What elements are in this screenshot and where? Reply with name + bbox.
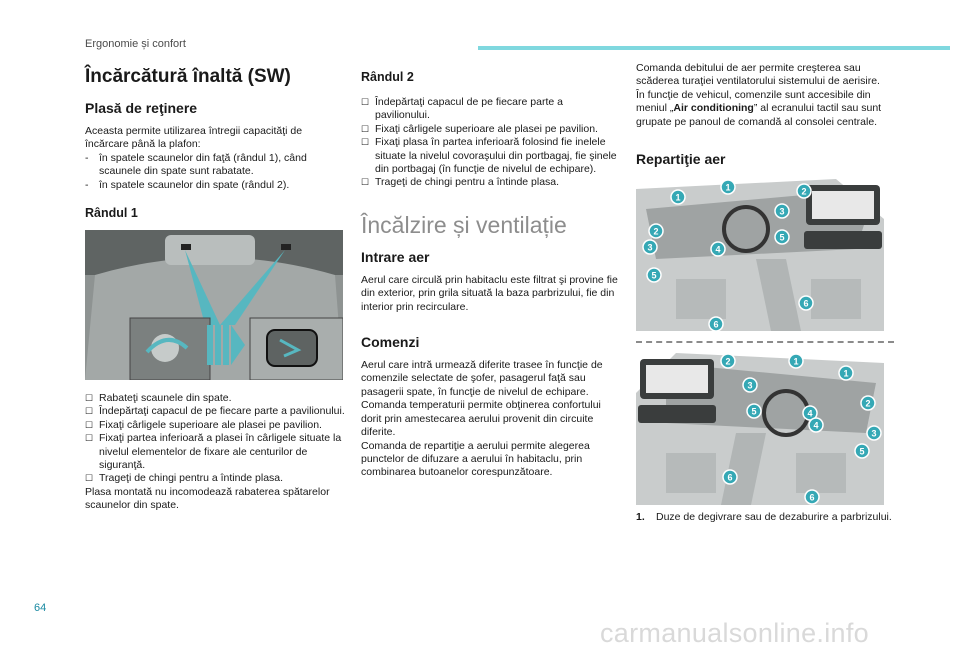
- vent-number-label: 2: [801, 187, 806, 197]
- vent-number-label: 4: [715, 245, 720, 255]
- vent-number-label: 1: [725, 183, 730, 193]
- checkbox-bullet-icon: ☐: [85, 473, 94, 484]
- vent-number-label: 3: [779, 207, 784, 217]
- page-title: Încărcătură înaltă (SW): [85, 66, 291, 87]
- legend-item: 1.Duze de degivrare sau de dezaburire a …: [636, 511, 892, 524]
- vent-number-badge: [804, 489, 820, 505]
- heating-title: Încălzire și ventilație: [361, 211, 567, 238]
- vent-number-badge: [774, 229, 790, 245]
- vent-number-badge: [670, 189, 686, 205]
- list-item: -în spatele scaunelor din spate (rândul …: [85, 178, 290, 191]
- vent-number-badge: [838, 365, 854, 381]
- list-item: ☐Trageţi de chingi pentru a întinde plas…: [85, 472, 284, 485]
- vent-number-label: 4: [813, 421, 818, 431]
- air-intake-heading: Intrare aer: [361, 248, 430, 265]
- controls-paragraph: Comanda temperaturii permite obţinerea c…: [361, 399, 601, 439]
- list-item: ☐Fixaţi plasa în partea inferioară folos…: [361, 136, 617, 176]
- column-2: Rândul 2 ☐Îndepărtaţi capacul de pe fiec…: [361, 62, 619, 480]
- vent-number-label: 1: [675, 193, 680, 203]
- watermark-text: carmanualsonline.info: [600, 618, 869, 648]
- vent-number-label: 3: [647, 243, 652, 253]
- vent-number-label: 2: [865, 399, 870, 409]
- vent-number-badge: [646, 267, 662, 283]
- controls-heading: Comenzi: [361, 334, 420, 351]
- vent-number-badge: [648, 223, 664, 239]
- list-item: ☐Îndepărtaţi capacul de pe fiecare parte…: [85, 405, 345, 418]
- list-item: ☐Fixaţi partea inferioară a plasei în câ…: [85, 432, 342, 472]
- row1-note: Plasa montată nu incomodează rabaterea s…: [85, 485, 330, 512]
- list-item: ☐Fixaţi cârligele superioare ale plasei …: [85, 418, 322, 431]
- net-list: -în spatele scaunelor din faţă (rândul 1…: [85, 152, 345, 192]
- vent-number-label: 3: [747, 381, 752, 391]
- net-heading: Plasă de reţinere: [85, 100, 198, 116]
- vent-number-badge: [802, 405, 818, 421]
- vent-number-label: 6: [803, 299, 808, 309]
- vent-number-badge: [722, 469, 738, 485]
- vent-number-badge: [796, 183, 812, 199]
- vent-number-badge: [866, 425, 882, 441]
- vent-number-badge: [774, 203, 790, 219]
- vent-number-label: 4: [807, 409, 812, 419]
- checkbox-bullet-icon: ☐: [361, 177, 370, 188]
- vent-number-badge: [642, 239, 658, 255]
- list-item: ☐Rabateţi scaunele din spate.: [85, 392, 232, 405]
- list-item: ☐Fixaţi cârligele superioare ale plasei …: [361, 122, 598, 135]
- cargo-net-photo: [85, 230, 343, 381]
- vent-number-badge: [860, 395, 876, 411]
- checkbox-bullet-icon: ☐: [85, 419, 94, 430]
- row1-heading: Rândul 1: [85, 206, 138, 221]
- vent-number-badge: [798, 295, 814, 311]
- row2-heading: Rândul 2: [361, 70, 414, 84]
- air-flow-paragraph: Comanda debitului de aer permite creşter…: [636, 62, 880, 88]
- vent-number-badge: [788, 353, 804, 369]
- page-number: 64: [34, 602, 47, 614]
- column-1: Încărcătură înaltă (SW) Plasă de reţiner…: [85, 62, 345, 513]
- vent-number-label: 6: [727, 473, 732, 483]
- row2-steps: ☐Îndepărtaţi capacul de pe fiecare parte…: [361, 96, 619, 190]
- vent-number-label: 5: [651, 271, 656, 281]
- vent-number-badge: [710, 241, 726, 257]
- vent-number-label: 1: [843, 369, 848, 379]
- section-title: Ergonomie și confort: [85, 38, 186, 50]
- column-3: Comanda debitului de aer permite creşter…: [636, 62, 904, 524]
- list-item: ☐Îndepărtaţi capacul de pe fiecare parte…: [361, 96, 563, 122]
- air-intake-text: Aerul care circulă prin habitaclu este f…: [361, 273, 618, 313]
- vent-number-badge: [720, 353, 736, 369]
- row1-steps: ☐Rabateţi scaunele din spate. ☐Îndepărta…: [85, 392, 345, 486]
- checkbox-bullet-icon: ☐: [85, 393, 94, 404]
- checkbox-bullet-icon: ☐: [361, 137, 370, 148]
- header-accent-bar: [478, 46, 950, 50]
- vent-number-label: 2: [653, 227, 658, 237]
- vent-number-badge: [720, 179, 736, 195]
- vent-number-badge: [742, 377, 758, 393]
- vent-number-label: 5: [751, 407, 756, 417]
- controls-paragraph: Comanda de repartiţie a aerului permite …: [361, 439, 590, 479]
- vent-number-label: 6: [809, 493, 814, 503]
- vent-number-badge: [854, 443, 870, 459]
- checkbox-bullet-icon: ☐: [85, 433, 94, 444]
- list-item: ☐Trageţi de chingi pentru a întinde plas…: [361, 176, 560, 189]
- vent-number-label: 5: [859, 447, 864, 457]
- vent-number-label: 1: [793, 357, 798, 367]
- vent-number-badge: [808, 417, 824, 433]
- controls-paragraph: Aerul care intră urmează diferite trasee…: [361, 359, 603, 398]
- distribution-heading: Repartiţie aer: [636, 151, 726, 168]
- list-item: -în spatele scaunelor din faţă (rândul 1…: [85, 151, 307, 178]
- checkbox-bullet-icon: ☐: [85, 406, 94, 417]
- vent-number-label: 3: [871, 429, 876, 439]
- checkbox-bullet-icon: ☐: [361, 123, 370, 134]
- air-flow-paragraph: În funcţie de vehicul, comenzile sunt ac…: [636, 88, 882, 128]
- dashed-divider: [636, 341, 894, 344]
- net-intro: Aceasta permite utilizarea întregii capa…: [85, 125, 303, 151]
- legend-list: 1.Duze de degivrare sau de dezaburire a …: [636, 511, 904, 524]
- vent-number-badge: [746, 403, 762, 419]
- checkbox-bullet-icon: ☐: [361, 97, 370, 107]
- vent-number-label: 2: [725, 357, 730, 367]
- vent-number-label: 6: [713, 320, 718, 330]
- vent-number-label: 5: [779, 233, 784, 243]
